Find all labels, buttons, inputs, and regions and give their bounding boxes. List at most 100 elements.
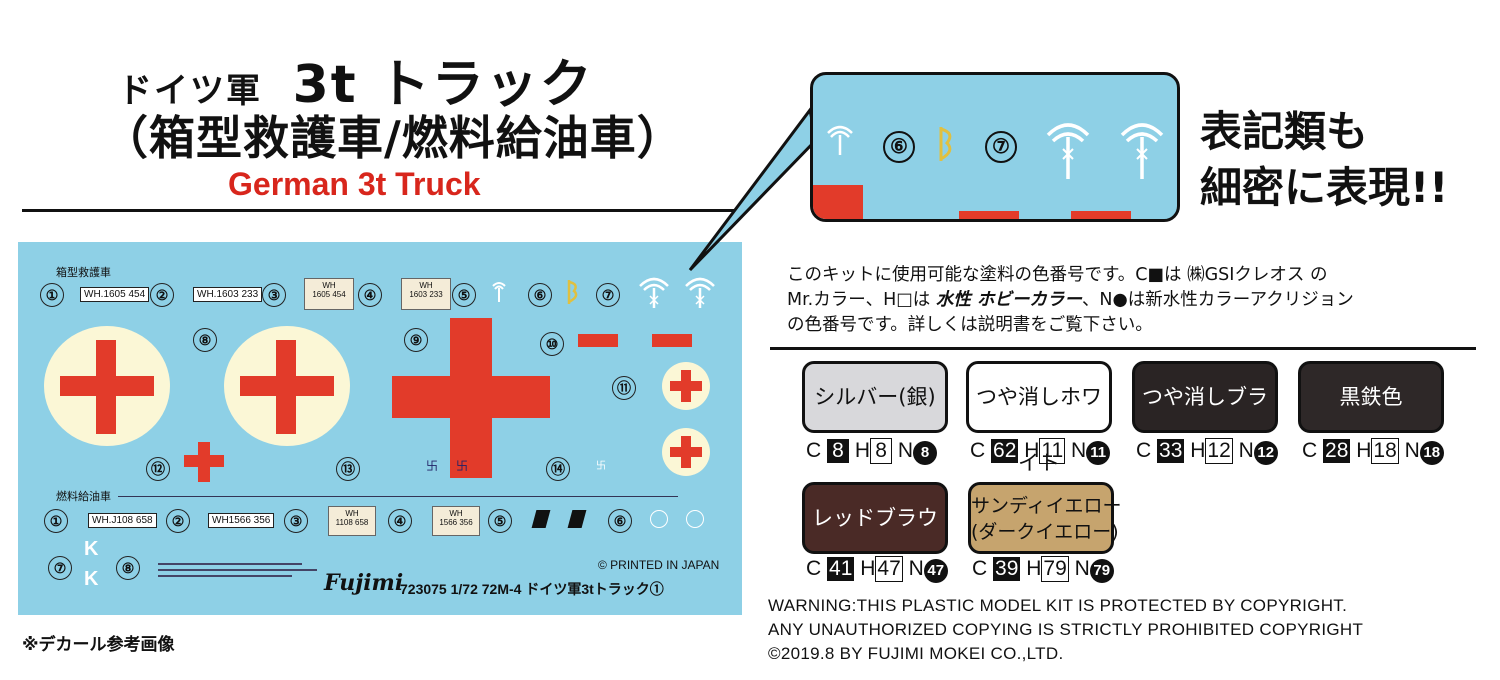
red-cross-roundel [224, 326, 350, 446]
desc-divider [770, 347, 1476, 350]
zoom-number: ⑦ [985, 131, 1017, 163]
section-fuel-label: 燃料給油車 [56, 490, 111, 503]
paint-swatch-gunmetal: 黒鉄色 [1298, 361, 1444, 433]
cross-bar [670, 381, 702, 391]
title-prefix: ドイツ軍 [118, 71, 262, 111]
decal-plate: WH.1605 454 [80, 287, 150, 302]
desc-line3: の色番号です。詳しくは説明書をご覧下さい。 [787, 315, 1153, 335]
title-line1: ドイツ軍 3t トラック [118, 42, 594, 117]
large-cross-horizontal [392, 376, 550, 418]
decal-number: ① [44, 509, 68, 533]
decal-number: ② [166, 509, 190, 533]
title-line2: （箱型救護車/燃料給油車） [102, 111, 684, 165]
fuel-symbol-icon [567, 510, 587, 528]
decal-number: ⑨ [404, 328, 428, 352]
paint-swatch-red-brown: レッドブラウン [802, 482, 948, 596]
hobby-color-code: 12 [1205, 438, 1233, 464]
decal-number: ⑧ [193, 328, 217, 352]
code-prefix: N [908, 557, 924, 580]
zoom-callout: ⑥ ⑦ [810, 72, 1180, 222]
code-prefix: C [970, 439, 986, 462]
red-stripe [578, 334, 618, 347]
title-divider [22, 209, 744, 212]
warning-line2: ANY UNAUTHORIZED COPYING IS STRICTLY PRO… [768, 620, 1364, 639]
code-prefix: C [972, 557, 988, 580]
fine-print-stencil [158, 560, 308, 586]
small-cross-horizontal [184, 455, 224, 467]
catch-line2: 細密に表現!! [1200, 163, 1449, 212]
decal-number: ⑦ [48, 556, 72, 580]
code-prefix: N [1074, 557, 1090, 580]
hobby-color-code: 18 [1371, 438, 1399, 464]
title-english: German 3t Truck [228, 166, 481, 202]
bison-emblem-icon [567, 280, 578, 304]
decal-reference-note: ※デカール参考画像 [22, 635, 175, 655]
red-stripe [1071, 211, 1131, 219]
code-prefix: N [1404, 439, 1420, 462]
decal-number: ⑩ [540, 332, 564, 356]
decal-number: ⑫ [146, 457, 170, 481]
fine-print-stencil [232, 560, 332, 586]
code-prefix: H [1026, 557, 1042, 580]
red-cross-roundel [44, 326, 170, 446]
printed-in-japan: © PRINTED IN JAPAN [598, 558, 720, 572]
mr-color-code: 33 [1157, 439, 1185, 463]
warning-line1: WARNING:THIS PLASTIC MODEL KIT IS PROTEC… [768, 596, 1348, 615]
decal-plate: WH.J108 658 [88, 513, 157, 528]
palm-icon [492, 282, 506, 302]
mr-color-code: 28 [1323, 439, 1351, 463]
hobby-color-logo: 水性 ホビーカラー [935, 290, 1082, 310]
k-letter-decal: K [84, 568, 99, 590]
section-divider [118, 496, 678, 497]
paint-description: このキットに使用可能な塗料の色番号です。C■は ㈱GSIクレオス の Mr.カラ… [787, 263, 1487, 338]
acrysion-code: 79 [1089, 559, 1114, 583]
decal-number: ⑬ [336, 457, 360, 481]
decal-number: ① [40, 283, 64, 307]
ring-decal-icon [650, 510, 668, 528]
swastika-icon: 卐 [456, 459, 469, 473]
palm-swastika-icon [1046, 123, 1090, 179]
decal-number: ⑦ [596, 283, 620, 307]
decal-sheet: 箱型救護車 ① WH.1605 454 ② WH.1603 233 ③ WH 1… [18, 242, 742, 615]
small-cross-roundel [662, 362, 710, 410]
desc-text: 、N●は新水性カラーアクリジョン [1081, 290, 1354, 310]
palm-swastika-icon [685, 277, 715, 308]
decal-badge: WH 1603 233 [401, 278, 451, 310]
mr-color-code: 39 [993, 557, 1021, 581]
code-prefix: C [1302, 439, 1318, 462]
decal-number: ④ [358, 283, 382, 307]
decal-plate: WH.1603 233 [193, 287, 263, 302]
swastika-icon: 卐 [596, 461, 606, 472]
decal-badge: WH 1108 658 [328, 506, 376, 536]
swastika-icon: 卐 [426, 459, 439, 473]
cross-bar [240, 376, 334, 396]
red-stripe [959, 211, 1019, 219]
desc-text: Mr.カラー、H□は [787, 290, 936, 310]
decal-number: ⑭ [546, 457, 570, 481]
decal-number: ② [150, 283, 174, 307]
paint-swatch-flat-white: つや消しホワイト [966, 361, 1112, 475]
decal-number: ③ [262, 283, 286, 307]
decal-badge: WH 1605 454 [304, 278, 354, 310]
warning-line3: ©2019.8 BY FUJIMI MOKEI CO.,LTD. [768, 644, 1064, 663]
decal-number: ⑥ [528, 283, 552, 307]
code-prefix: N [1238, 439, 1254, 462]
hobby-color-code: 8 [870, 438, 893, 464]
fuel-symbol-icon [531, 510, 551, 528]
hobby-color-code: 79 [1041, 556, 1069, 582]
code-prefix: N [897, 439, 914, 462]
code-prefix: H [1024, 439, 1040, 462]
decal-number: ⑤ [452, 283, 476, 307]
decal-number: ④ [388, 509, 412, 533]
code-prefix: H [1356, 439, 1372, 462]
code-prefix: C [1136, 439, 1152, 462]
brand-logo: Fujimi [324, 570, 404, 596]
palm-icon [827, 125, 853, 155]
k-letter-decal: K [84, 538, 99, 560]
title-main: 3t トラック [292, 55, 594, 115]
acrysion-code: 47 [923, 559, 948, 583]
